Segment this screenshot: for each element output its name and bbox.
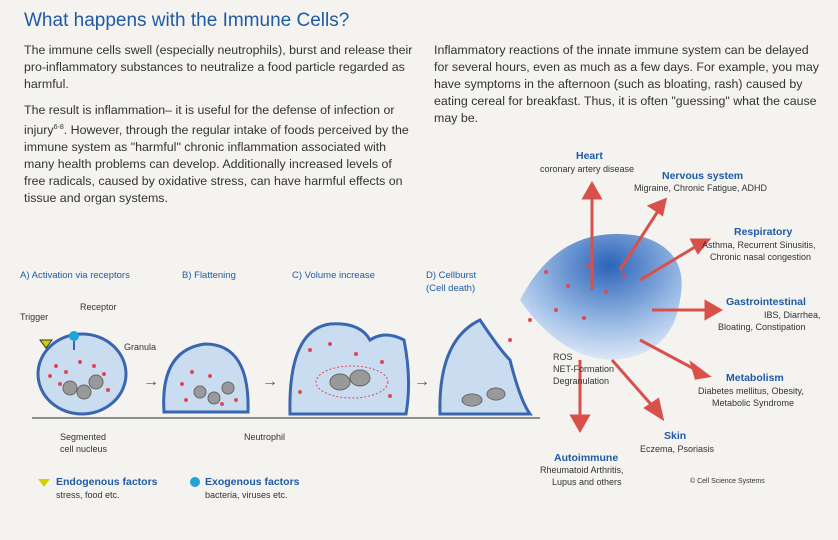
nucleus-label-2: cell nucleus <box>60 444 108 454</box>
delay-paragraph: Inflammatory reactions of the innate imm… <box>434 43 819 125</box>
endogenous-trigger-icon <box>39 339 53 349</box>
endogenous-legend-icon <box>38 479 50 487</box>
endogenous-sub: stress, food etc. <box>56 490 120 500</box>
nervous-title: Nervous system <box>662 170 744 182</box>
autoimmune-sub2: Lupus and others <box>552 477 622 487</box>
exogenous-title: Exogenous factors <box>205 476 300 488</box>
page-title: What happens with the Immune Cells? <box>24 10 350 31</box>
metabolism-title: Metabolism <box>726 372 784 384</box>
granula-label: Granula <box>124 342 157 352</box>
nucleus-label-1: Segmented <box>60 432 107 442</box>
cell-activation <box>36 331 128 416</box>
stage-d-sublabel: (Cell death) <box>426 283 476 294</box>
respiratory-sub1: Asthma, Recurrent Sinusitis, <box>702 240 816 250</box>
metabolism-sub1: Diabetes mellitus, Obesity, <box>698 386 804 396</box>
gastro-sub1: IBS, Diarrhea, <box>764 310 821 320</box>
effect-arrows <box>569 180 724 434</box>
exogenous-trigger-icon <box>69 331 79 341</box>
net-label: NET-Formation <box>553 364 615 374</box>
svg-text:→: → <box>262 373 278 390</box>
intro-paragraph: The immune cells swell (especially neutr… <box>24 43 413 91</box>
inflammation-cloud <box>520 233 682 360</box>
copyright: © Cell Science Systems <box>690 478 765 485</box>
heart-sub: coronary artery disease <box>540 164 635 174</box>
receptor-label: Receptor <box>80 302 117 312</box>
cell-burst <box>438 233 682 416</box>
metabolism-sub2: Metabolic Syndrome <box>712 398 795 408</box>
stage-d-label: D) Cellburst <box>426 270 477 281</box>
stage-c-label: C) Volume increase <box>292 270 375 281</box>
svg-text:→: → <box>143 373 159 390</box>
trigger-label: Trigger <box>20 312 49 322</box>
inflammation-paragraph: The result is inflammation– it is useful… <box>24 103 409 206</box>
exogenous-sub: bacteria, viruses etc. <box>205 490 288 500</box>
autoimmune-title: Autoimmune <box>554 452 619 464</box>
gastro-title: Gastrointestinal <box>726 296 806 308</box>
heart-title: Heart <box>576 150 603 162</box>
ros-label: ROS <box>553 352 573 362</box>
cell-flattening <box>162 342 250 414</box>
gastro-sub2: Bloating, Constipation <box>718 322 806 332</box>
degranulation-label: Degranulation <box>553 376 610 386</box>
respiratory-title: Respiratory <box>734 226 793 238</box>
endogenous-title: Endogenous factors <box>56 476 158 488</box>
skin-sub: Eczema, Psoriasis <box>640 444 715 454</box>
respiratory-sub2: Chronic nasal congestion <box>710 252 812 262</box>
stage-a-label: A) Activation via receptors <box>20 270 130 281</box>
neutrophil-label: Neutrophil <box>244 432 286 442</box>
skin-title: Skin <box>664 430 687 442</box>
nervous-sub: Migraine, Chronic Fatigue, ADHD <box>634 183 768 193</box>
exogenous-legend-icon <box>190 477 200 487</box>
svg-text:→: → <box>414 373 430 390</box>
autoimmune-sub1: Rheumatoid Arthritis, <box>540 465 624 475</box>
cell-volume-increase <box>288 322 411 416</box>
stage-b-label: B) Flattening <box>182 270 236 281</box>
